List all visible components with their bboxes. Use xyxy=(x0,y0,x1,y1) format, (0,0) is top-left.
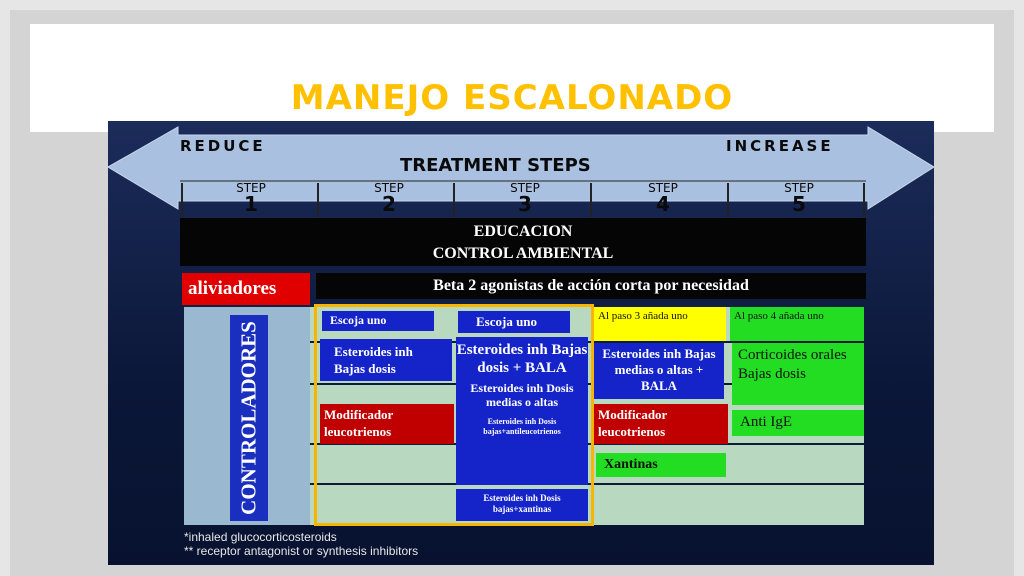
beta-agonists-band: Beta 2 agonistas de acción corta por nec… xyxy=(316,273,866,299)
controllers-label-box: CONTROLADORES xyxy=(230,315,268,521)
step5-ige-box: Anti IgE xyxy=(732,410,864,436)
step4-xant-box: Xantinas xyxy=(596,453,726,477)
step4-steroid-box: Esteroides inh Bajas medias o altas + BA… xyxy=(594,343,724,399)
step3-steroids-box: Esteroides inh Bajas dosis + BALA Estero… xyxy=(456,337,588,485)
step2-choose-box: Escoja uno xyxy=(322,311,434,331)
step3-steroid-mid: Esteroides inh Dosis medias o altas xyxy=(470,381,574,409)
footnote-1: *inhaled glucocorticosteroids xyxy=(184,530,337,544)
education-line-1: EDUCACION xyxy=(473,223,573,240)
step4-modifier-box: Modificador leucotrienos xyxy=(594,404,728,444)
slide-title: MANEJO ESCALONADO xyxy=(290,78,734,118)
controllers-label: CONTROLADORES xyxy=(236,321,261,515)
step3-choose-box: Escoja uno xyxy=(458,311,570,333)
treatment-steps-label: TREATMENT STEPS xyxy=(400,155,591,176)
step2-steroid-box: Esteroides inh Bajas dosis xyxy=(320,339,452,381)
double-arrow xyxy=(108,126,934,217)
increase-label: INCREASE xyxy=(726,137,834,155)
title-box: MANEJO ESCALONADO xyxy=(30,24,994,132)
reduce-label: REDUCE xyxy=(180,137,266,155)
relievers-label: aliviadores xyxy=(182,273,310,305)
step4-add-box: Al paso 3 añada uno xyxy=(594,307,726,341)
step2-modifier-box: Modificador leucotrienos xyxy=(320,404,454,444)
step3-steroid-bala: Esteroides inh Bajas dosis + BALA xyxy=(456,342,588,376)
step5-oral-box: Corticoides orales Bajas dosis xyxy=(732,343,864,405)
step2-3-highlight-frame xyxy=(314,304,594,526)
footnote-2: ** receptor antagonist or synthesis inhi… xyxy=(184,544,419,558)
step3-steroid-leuco: Esteroides inh Dosis bajas+antileucotrie… xyxy=(483,417,561,436)
education-line-2: CONTROL AMBIENTAL xyxy=(432,245,614,262)
step3-steroid-xant-box: Esteroides inh Dosis bajas+xantinas xyxy=(456,489,588,521)
step5-add-box: Al paso 4 añada uno xyxy=(730,307,864,341)
education-band: EDUCACION CONTROL AMBIENTAL xyxy=(180,218,866,266)
